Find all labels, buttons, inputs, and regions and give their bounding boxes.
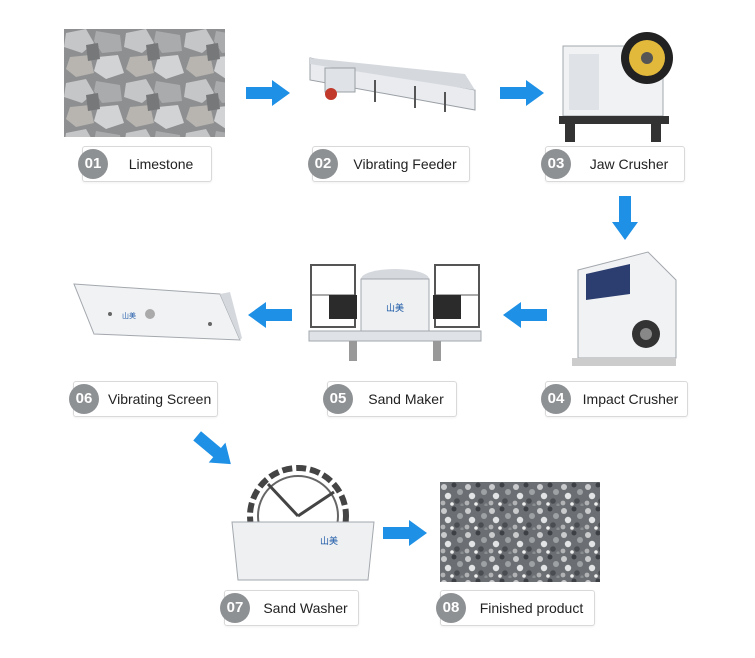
brand-logo: 山美 <box>122 311 136 320</box>
step-07-label-box: 07 Sand Washer <box>220 590 359 626</box>
sand-washer-icon: 山美 <box>231 465 375 581</box>
step-03-label: Jaw Crusher <box>589 156 669 172</box>
step-03-label-box: 03 Jaw Crusher <box>541 146 685 182</box>
step-06-label-box: 06 Vibrating Screen <box>69 381 218 417</box>
step-04-badge: 04 <box>541 384 571 414</box>
brand-logo: 山美 <box>320 535 338 547</box>
step-01-label: Limestone <box>128 156 194 172</box>
limestone-rocks-image <box>64 29 225 137</box>
step-04-label: Impact Crusher <box>582 391 679 407</box>
step-06-label: Vibrating Screen <box>108 391 212 407</box>
brand-logo: 山美 <box>386 302 404 314</box>
arrow-right-icon <box>383 520 427 546</box>
step-08-label: Finished product <box>479 600 584 616</box>
step-05-label-box: 05 Sand Maker <box>323 381 457 417</box>
arrow-right-icon <box>246 80 290 106</box>
sand-maker-image: 山美 <box>305 255 485 365</box>
arrow-down-icon <box>612 196 638 240</box>
step-02-badge: 02 <box>308 149 338 179</box>
step-06-badge: 06 <box>69 384 99 414</box>
step-01-badge: 01 <box>78 149 108 179</box>
step-02-label: Vibrating Feeder <box>353 156 457 172</box>
step-07-badge: 07 <box>220 593 250 623</box>
sand-maker-icon: 山美 <box>308 264 482 361</box>
finished-product-gravel-image <box>440 482 600 582</box>
impact-crusher-icon <box>572 251 677 366</box>
step-07-label: Sand Washer <box>263 600 348 616</box>
gravel-icon <box>440 482 600 582</box>
vibrating-screen-image: 山美 <box>70 280 242 352</box>
vibrating-feeder-image <box>305 50 480 120</box>
arrow-left-icon <box>503 302 547 328</box>
impact-crusher-image <box>568 250 680 370</box>
vibrating-feeder-icon <box>309 57 476 112</box>
limestone-rocks-icon <box>64 29 225 137</box>
jaw-crusher-image <box>555 18 680 144</box>
arrow-left-icon <box>248 302 292 328</box>
step-03-badge: 03 <box>541 149 571 179</box>
step-02-label-box: 02 Vibrating Feeder <box>308 146 470 182</box>
sand-washer-image: 山美 <box>228 462 376 584</box>
jaw-crusher-icon <box>559 32 673 142</box>
vibrating-screen-icon: 山美 <box>73 283 242 341</box>
step-05-label: Sand Maker <box>368 391 444 407</box>
step-01-label-box: 01 Limestone <box>78 146 212 182</box>
arrow-diagonal-icon <box>193 431 231 465</box>
step-04-label-box: 04 Impact Crusher <box>541 381 688 417</box>
arrow-right-icon <box>500 80 544 106</box>
step-08-label-box: 08 Finished product <box>436 590 595 626</box>
step-08-badge: 08 <box>436 593 466 623</box>
step-05-badge: 05 <box>323 384 353 414</box>
